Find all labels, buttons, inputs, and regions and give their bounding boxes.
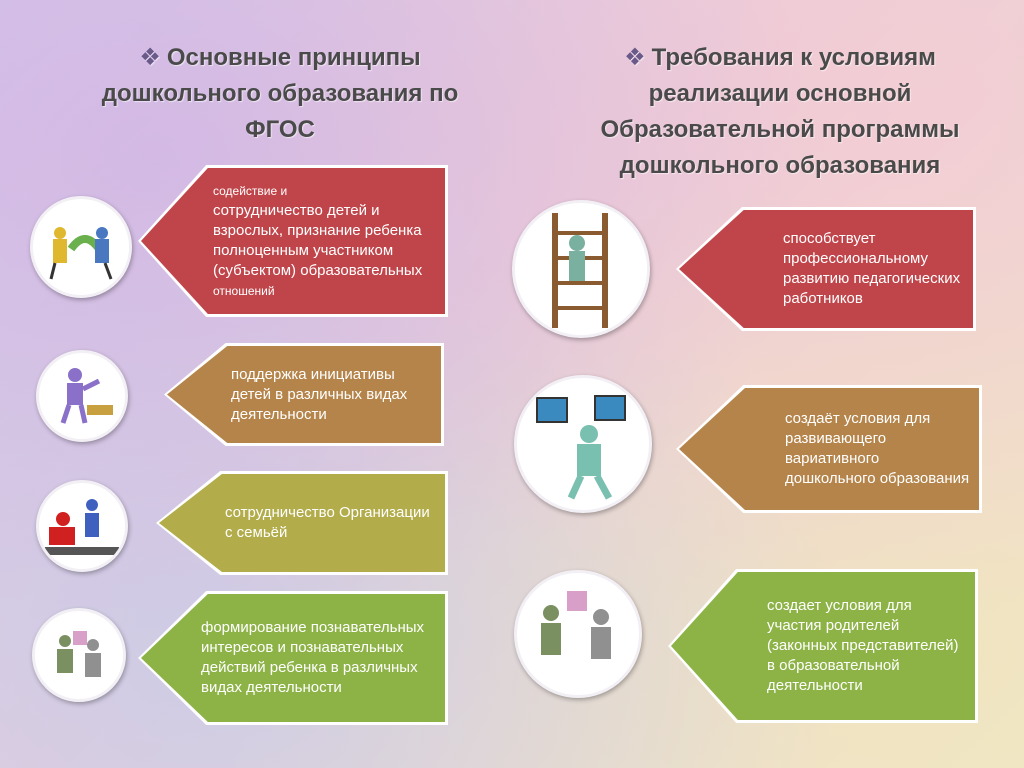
principle-3-text: сотрудничество Организации с семьёй bbox=[225, 504, 430, 541]
principle-arrow-1: содействие и сотрудничество детей и взро… bbox=[141, 168, 445, 314]
principle-4-text: формирование познавательных интересов и … bbox=[201, 619, 425, 696]
right-title: Требования к условиям реализации основно… bbox=[600, 44, 960, 179]
requirement-3-text: создает условия для участия родителей (з… bbox=[767, 597, 959, 694]
requirement-arrow-3: создает условия для участия родителей (з… bbox=[671, 572, 975, 720]
requirement-1-text: способствует профессиональному развитию … bbox=[783, 230, 961, 307]
diamond-bullet-icon: ❖ bbox=[139, 44, 161, 71]
requirement-arrow-1: способствует профессиональному развитию … bbox=[679, 210, 973, 328]
illustration-circle-ladder bbox=[512, 200, 650, 338]
diamond-bullet-icon: ❖ bbox=[624, 44, 646, 71]
principle-1-bottom: отношений bbox=[213, 284, 275, 298]
principle-arrow-4: формирование познавательных интересов и … bbox=[141, 594, 445, 722]
left-heading: ❖Основные принципы дошкольного образован… bbox=[70, 40, 490, 148]
left-title: Основные принципы дошкольного образовани… bbox=[101, 44, 459, 143]
illustration-circle-collaboration bbox=[30, 196, 132, 298]
puzzle-people-icon bbox=[57, 631, 101, 677]
illustration-circle-parents bbox=[514, 570, 642, 698]
right-heading: ❖Требования к условиям реализации основн… bbox=[560, 40, 1000, 184]
teamwork-icon bbox=[45, 499, 119, 555]
puzzle-team-icon bbox=[541, 591, 611, 659]
person-working-icon bbox=[60, 368, 113, 424]
illustration-circle-initiative bbox=[36, 350, 128, 442]
principle-1-top: содействие и bbox=[213, 184, 288, 198]
illustration-circle-puzzle bbox=[32, 608, 126, 702]
requirement-arrow-2: создаёт условия для развивающего вариати… bbox=[679, 388, 979, 510]
illustration-circle-computers bbox=[514, 375, 652, 513]
principle-arrow-2: поддержка инициативы детей в различных в… bbox=[167, 346, 441, 443]
computer-user-icon bbox=[536, 395, 626, 500]
requirement-2-text: создаёт условия для развивающего вариати… bbox=[785, 410, 970, 487]
people-collaboration-icon bbox=[49, 227, 113, 280]
principle-2-text: поддержка инициативы детей в различных в… bbox=[231, 365, 408, 423]
principle-arrow-3: сотрудничество Организации с семьёй bbox=[159, 474, 445, 572]
principle-1-main: сотрудничество детей и взрослых, признан… bbox=[213, 202, 423, 279]
ladder-climbing-icon bbox=[552, 213, 608, 328]
illustration-circle-family bbox=[36, 480, 128, 572]
